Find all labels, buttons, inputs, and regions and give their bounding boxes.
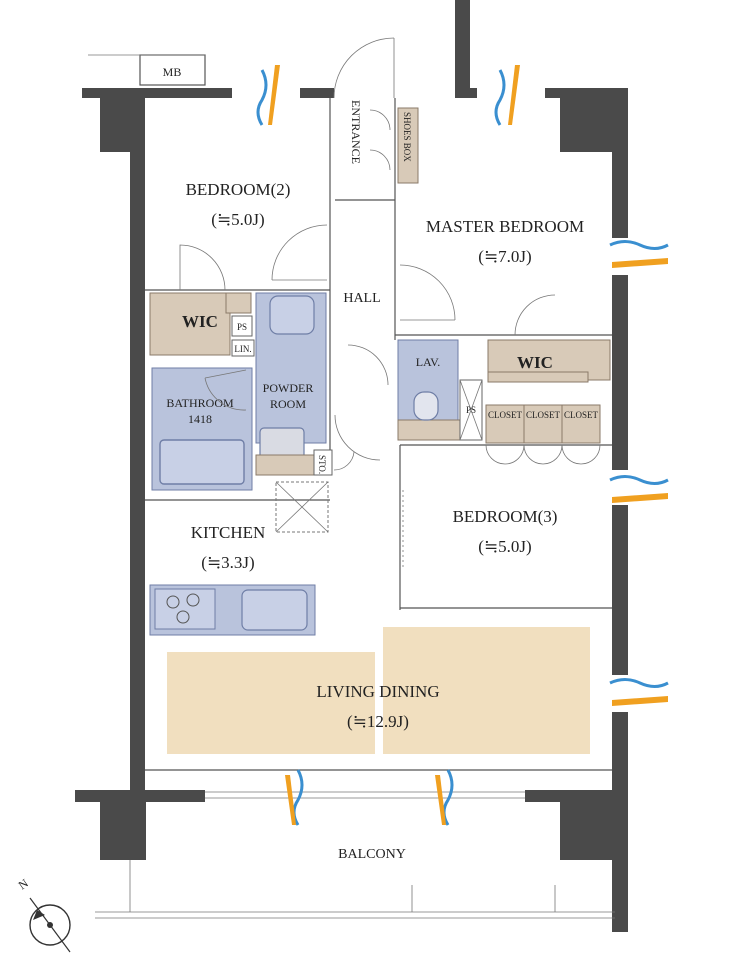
kitchen-area: (≒3.3J)	[201, 553, 254, 572]
closets: CLOSET CLOSET CLOSET	[485, 404, 601, 465]
powder-room-line2: ROOM	[270, 397, 306, 411]
wic-left-door-swing	[179, 244, 226, 291]
wall-top-left	[82, 88, 232, 98]
entrance-door-swing	[333, 37, 395, 99]
hall-door-swing	[347, 344, 389, 386]
wall-column-bottom-right	[560, 790, 615, 860]
wall-right-mid	[612, 275, 628, 470]
kitchen-name: KITCHEN	[191, 523, 266, 542]
bathroom-name: BATHROOM	[166, 396, 234, 410]
stove-burner-icons	[166, 593, 200, 624]
sto-closet	[313, 449, 333, 476]
vent-icon	[435, 769, 454, 826]
vent-icon	[609, 240, 669, 268]
vent-icon	[285, 769, 304, 826]
wall-right-upper	[612, 88, 628, 238]
ps-right-label: PS	[466, 405, 476, 415]
bedroom3-name: BEDROOM(3)	[453, 507, 558, 526]
master-bedroom-name: MASTER BEDROOM	[426, 217, 584, 236]
kitchen-sink	[241, 589, 308, 631]
closet-3-label: CLOSET	[564, 410, 599, 420]
closet-1-label: CLOSET	[488, 410, 523, 420]
wall-pillar-top	[455, 0, 470, 98]
lav-label: LAV.	[416, 355, 441, 369]
wall-right-bottom	[612, 712, 628, 932]
master-bedroom-area: (≒7.0J)	[478, 247, 531, 266]
ventilation-markers	[256, 65, 669, 826]
toilet-icon	[413, 391, 439, 421]
bedroom2-door-swing	[271, 224, 328, 281]
wall-top-right-a	[455, 88, 477, 98]
wall-top-mid	[300, 88, 334, 98]
wic-right-label: WIC	[517, 353, 553, 372]
entrance-label: ENTRANCE	[349, 100, 363, 164]
bedroom3-area: (≒5.0J)	[478, 537, 531, 556]
bedroom2-area: (≒5.0J)	[211, 210, 264, 229]
wall-left	[130, 150, 145, 790]
compass-north-label: N	[16, 876, 31, 893]
vent-icon	[256, 65, 280, 126]
bathroom-door-swing	[204, 369, 247, 411]
living-dining-area: (≒12.9J)	[347, 712, 409, 731]
fridge-space	[275, 481, 329, 533]
wic-left	[149, 292, 231, 356]
mb-box	[139, 54, 206, 86]
shoes-box-label: SHOES BOX	[402, 112, 412, 162]
ps-left-label: PS	[237, 322, 247, 332]
lin-closet	[231, 339, 255, 357]
mb-label: MB	[163, 65, 182, 79]
partitions	[145, 98, 612, 799]
closet-3	[561, 404, 601, 444]
ps-left	[231, 315, 253, 337]
living-dining-name: LIVING DINING	[316, 682, 439, 701]
wall-column-bottom-left	[100, 790, 146, 860]
bathtub	[159, 439, 245, 485]
wic-right-shelf	[487, 371, 589, 383]
vent-icon	[494, 65, 520, 126]
living-floor-left	[167, 652, 375, 754]
compass-icon: N	[16, 876, 71, 953]
vent-icon	[609, 475, 669, 503]
wall-column-top-left	[100, 88, 145, 152]
walls	[75, 0, 628, 932]
wic-left-shelf	[225, 292, 252, 314]
bedroom2-name: BEDROOM(2)	[186, 180, 291, 199]
wall-right-lower	[612, 505, 628, 675]
balcony-label: BALCONY	[338, 847, 406, 862]
shoes-box	[397, 107, 419, 184]
sto-label: STO.	[317, 455, 327, 474]
lin-label: LIN.	[234, 344, 251, 354]
master-door-swing	[399, 264, 456, 321]
living-floor-right	[383, 627, 590, 754]
closet-2	[523, 404, 563, 444]
washbasin	[269, 295, 315, 335]
closet-2-label: CLOSET	[526, 410, 561, 420]
wic-left-label: WIC	[182, 312, 218, 331]
wall-column-top-right	[560, 88, 615, 152]
hall-lower-door-swing	[334, 414, 381, 461]
bathroom-size: 1418	[188, 412, 212, 426]
hall-label: HALL	[343, 291, 380, 306]
master-wic-door-swing	[514, 294, 556, 336]
vent-icon	[609, 678, 669, 706]
powder-room-line1: POWDER	[263, 381, 314, 395]
